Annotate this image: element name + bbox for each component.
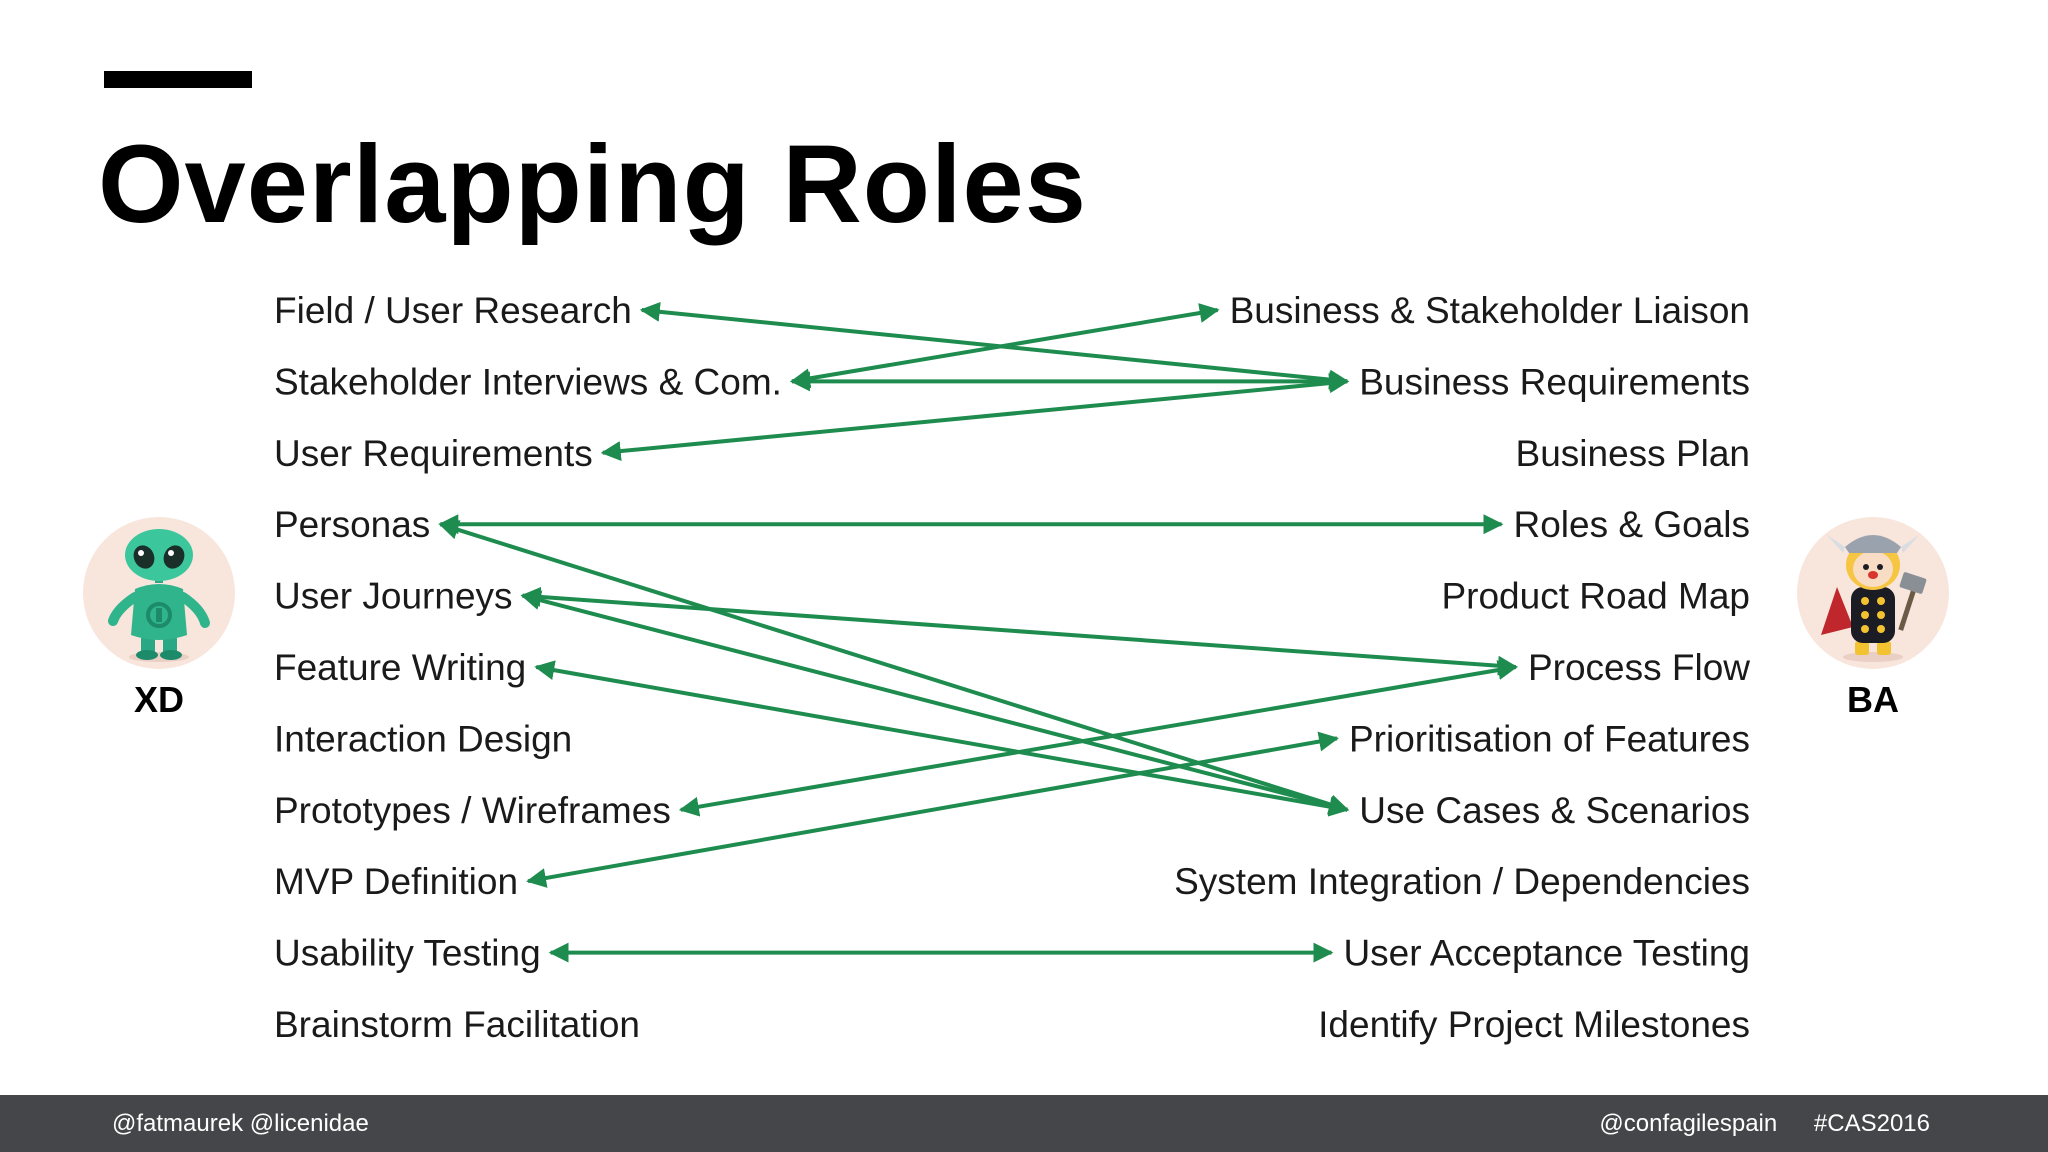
ba-role-business-requirements: Business Requirements xyxy=(1359,361,1750,402)
ba-label: BA xyxy=(1847,679,1899,720)
footer-tags: @confagilespain #CAS2016 xyxy=(1599,1110,1930,1138)
connector-arrow-8 xyxy=(520,590,1350,815)
xd-role-stakeholder-interviews-com: Stakeholder Interviews & Com. xyxy=(274,361,782,402)
alien-robot-icon xyxy=(108,529,210,662)
thor-character-icon xyxy=(1821,535,1927,662)
xd-role-brainstorm-facilitation: Brainstorm Facilitation xyxy=(274,1004,640,1045)
xd-label: XD xyxy=(133,679,184,720)
xd-role-feature-writing: Feature Writing xyxy=(274,647,526,688)
ba-role-business-stakeholder-liaison: Business & Stakeholder Liaison xyxy=(1230,290,1750,331)
ba-role-prioritisation-of-features: Prioritisation of Features xyxy=(1349,718,1750,759)
ba-role-user-acceptance-testing: User Acceptance Testing xyxy=(1343,933,1750,974)
xd-role-field-user-research: Field / User Research xyxy=(274,290,632,331)
xd-avatar xyxy=(83,517,235,669)
connections-layer xyxy=(438,301,1518,963)
ba-role-process-flow: Process Flow xyxy=(1528,647,1750,688)
ba-role-business-plan: Business Plan xyxy=(1516,433,1750,474)
slide-title: Overlapping Roles xyxy=(98,123,1087,246)
xd-role-interaction-design: Interaction Design xyxy=(274,718,572,759)
xd-role-usability-testing: Usability Testing xyxy=(274,933,541,974)
footer-authors: @fatmaurek @licenidae xyxy=(112,1110,369,1137)
connector-arrow-11 xyxy=(526,731,1339,888)
title-accent-bar xyxy=(104,71,252,88)
ba-role-roles-goals: Roles & Goals xyxy=(1514,504,1751,545)
footer-handle: @confagilespain xyxy=(1599,1110,1778,1137)
xd-role-personas: Personas xyxy=(274,504,430,545)
connector-arrow-2 xyxy=(789,303,1220,389)
ba-role-use-cases-scenarios: Use Cases & Scenarios xyxy=(1359,790,1750,831)
connector-arrow-6 xyxy=(438,520,1350,814)
connector-arrow-7 xyxy=(520,586,1518,676)
ba-avatar xyxy=(1797,517,1949,669)
ba-role-product-road-map: Product Road Map xyxy=(1441,576,1750,617)
ba-role-identify-project-milestones: Identify Project Milestones xyxy=(1318,1004,1750,1045)
footer: @fatmaurek @licenidae @confagilespain #C… xyxy=(0,1095,2048,1152)
xd-role-user-journeys: User Journeys xyxy=(274,576,513,617)
xd-role-mvp-definition: MVP Definition xyxy=(274,861,518,902)
connector-arrow-4 xyxy=(600,373,1350,462)
footer-hashtag: #CAS2016 xyxy=(1813,1110,1930,1137)
xd-role-user-requirements: User Requirements xyxy=(274,433,593,474)
connector-arrow-9 xyxy=(534,660,1350,817)
xd-role-prototypes-wireframes: Prototypes / Wireframes xyxy=(274,790,671,831)
ba-role-system-integration-dependencies: System Integration / Dependencies xyxy=(1174,861,1750,902)
